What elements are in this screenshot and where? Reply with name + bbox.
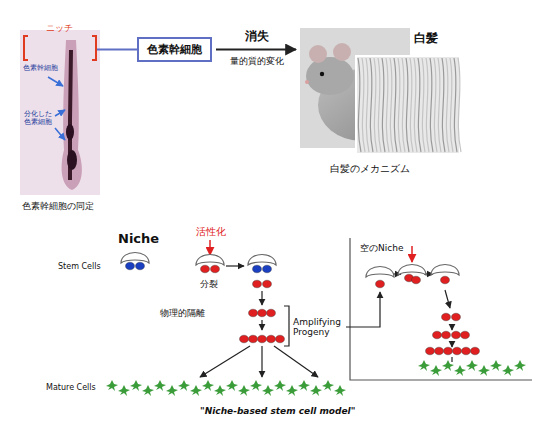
transition-arrow <box>216 49 296 51</box>
micrograph <box>20 30 100 195</box>
stem-cell-model <box>106 238 532 396</box>
stem-cell-box: 色素幹細胞 <box>137 37 212 62</box>
cell-label: Mature Cells <box>46 383 96 392</box>
step-label: 物理的隔離 <box>160 308 205 318</box>
leader-line <box>97 49 137 51</box>
figure-caption: 白髪のメカニズム <box>330 163 410 175</box>
bracket-label: ニッチ <box>46 23 73 33</box>
cell-label: Stem Cells <box>58 262 101 271</box>
figure-caption: 色素幹細胞の同定 <box>22 201 94 211</box>
step-label: 分裂 <box>200 279 218 289</box>
bracket-label: Amplifying Progeny <box>293 317 345 338</box>
activation-label: 活性化 <box>196 226 226 238</box>
arrow-label: 消失 <box>245 30 269 44</box>
hair-closeup <box>356 56 461 154</box>
niche-label: Niche <box>118 232 159 247</box>
model-caption: "Niche-based stem cell model" <box>200 406 355 416</box>
cell-label: 分化した色素細胞 <box>24 110 54 126</box>
cell-label: 色素幹細胞 <box>23 64 58 72</box>
arrow-label: 量的質的変化 <box>230 56 284 66</box>
niche-label: 空のNiche <box>360 243 403 253</box>
box-text: 色素幹細胞 <box>147 42 202 57</box>
photo-label: 白髪 <box>414 32 438 46</box>
